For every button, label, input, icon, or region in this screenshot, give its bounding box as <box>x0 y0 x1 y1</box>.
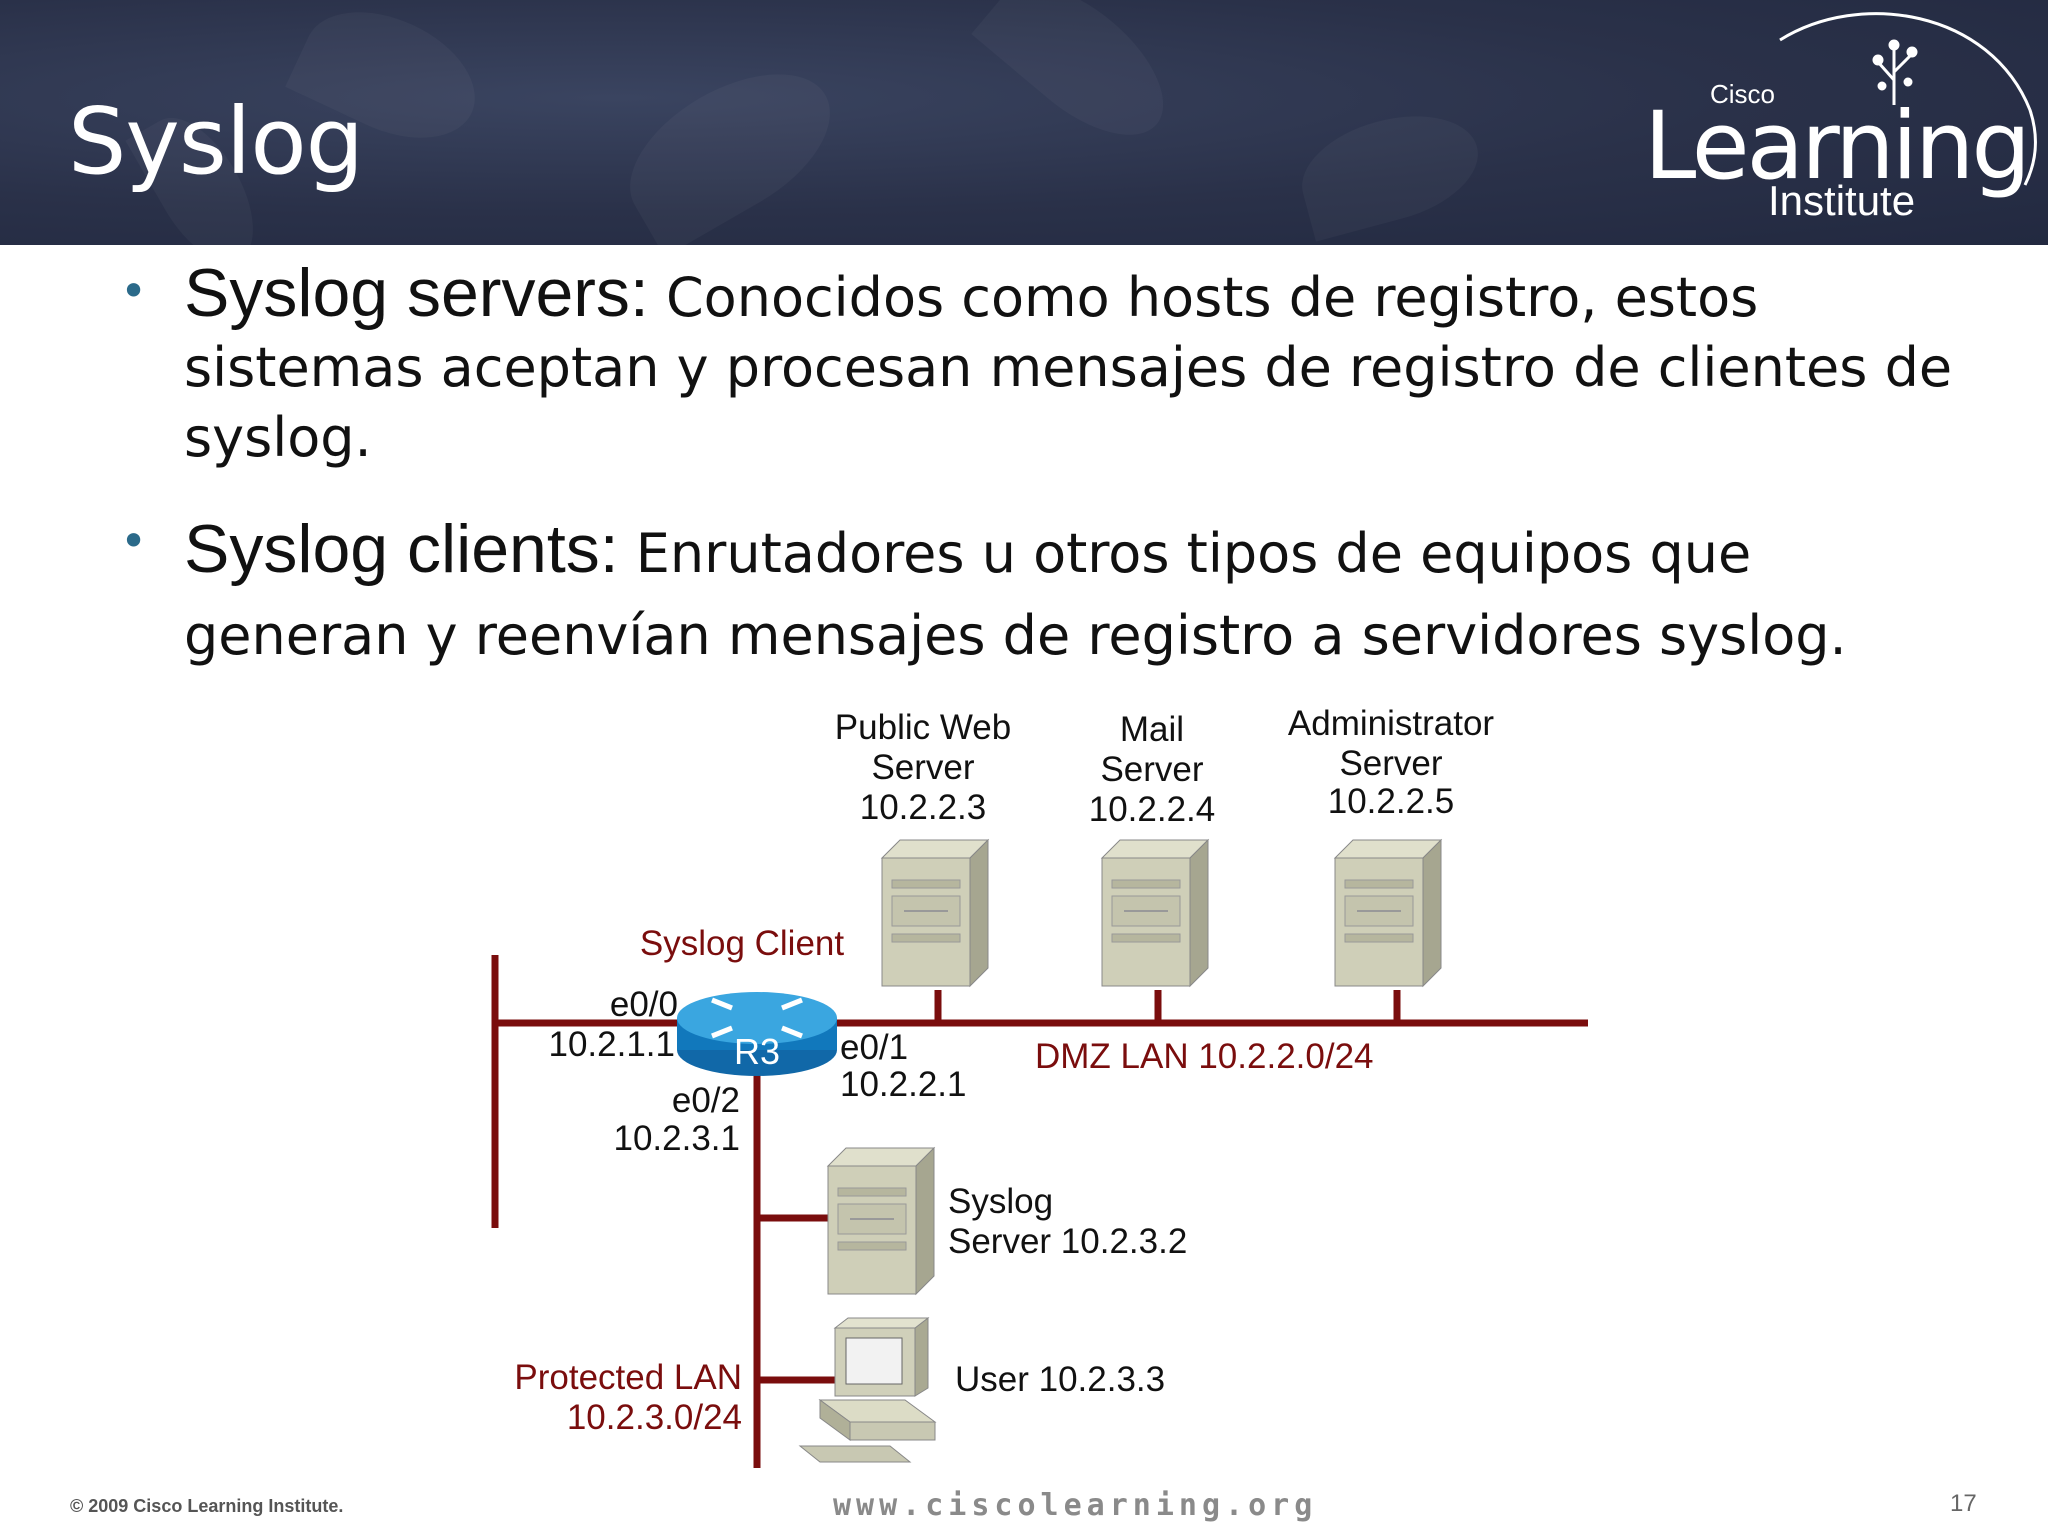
protected-lan-label-2: 10.2.3.0/24 <box>567 1398 742 1437</box>
page-number: 17 <box>1950 1490 1977 1517</box>
admin-server-icon <box>1334 839 1442 987</box>
svg-text:Learning: Learning <box>1644 92 2028 201</box>
svg-text:Institute: Institute <box>1768 177 1915 224</box>
bullet-body: Conocidos como hosts de registro, estos … <box>184 266 1953 469</box>
protected-lan-label-1: Protected LAN <box>514 1358 742 1397</box>
public-web-ip: 10.2.2.3 <box>860 788 987 827</box>
slide-header: Syslog Cisco Learning Institute <box>0 0 2048 245</box>
slide-title: Syslog <box>68 88 364 195</box>
e01-label: e0/1 <box>840 1028 908 1067</box>
bullet-dot: • <box>120 264 148 318</box>
bullet-term: Syslog clients: <box>184 511 619 587</box>
syslog-server-icon <box>827 1147 935 1295</box>
tree-icon <box>1872 39 1918 105</box>
svg-text:Cisco: Cisco <box>1710 79 1775 109</box>
e00-label: e0/0 <box>610 985 678 1024</box>
admin-label-1: Administrator <box>1288 704 1495 743</box>
e02-ip: 10.2.3.1 <box>614 1119 741 1158</box>
cisco-learning-logo: Cisco Learning Institute <box>1644 12 2037 224</box>
public-web-server-icon <box>881 839 989 987</box>
mail-label-1: Mail <box>1120 710 1184 749</box>
bullet-text: Syslog clients: Enrutadores u otros tipo… <box>184 508 1984 677</box>
bullet-term: Syslog servers: <box>184 255 649 331</box>
copyright-text: © 2009 Cisco Learning Institute. <box>70 1496 344 1516</box>
public-web-label-2: Server <box>871 748 974 787</box>
router-icon <box>677 992 837 1076</box>
admin-ip: 10.2.2.5 <box>1328 782 1455 821</box>
public-web-label-1: Public Web <box>835 708 1011 747</box>
mail-label-2: Server <box>1100 750 1203 789</box>
dmz-lan-label: DMZ LAN 10.2.2.0/24 <box>1035 1037 1374 1076</box>
bullet-body: Enrutadores u otros tipos de equipos que… <box>184 522 1847 667</box>
mail-ip: 10.2.2.4 <box>1089 790 1216 829</box>
bullet-text: Syslog servers: Conocidos como hosts de … <box>184 258 1984 473</box>
user-pc-icon <box>798 1316 937 1463</box>
e01-ip: 10.2.2.1 <box>840 1065 967 1104</box>
syslog-server-label-1: Syslog <box>948 1182 1053 1221</box>
network-links <box>491 955 1588 1468</box>
mail-server-icon <box>1101 839 1209 987</box>
bullet-dot: • <box>120 514 148 568</box>
e02-label: e0/2 <box>672 1081 740 1120</box>
syslog-client-label: Syslog Client <box>640 924 845 963</box>
user-label: User 10.2.3.3 <box>955 1360 1165 1399</box>
e00-ip: 10.2.1.1 <box>549 1025 676 1064</box>
footer-url: www.ciscolearning.org <box>833 1488 1318 1523</box>
router-name: R3 <box>734 1031 780 1072</box>
syslog-server-label-2: Server 10.2.3.2 <box>948 1222 1187 1261</box>
admin-label-2: Server <box>1339 744 1442 783</box>
